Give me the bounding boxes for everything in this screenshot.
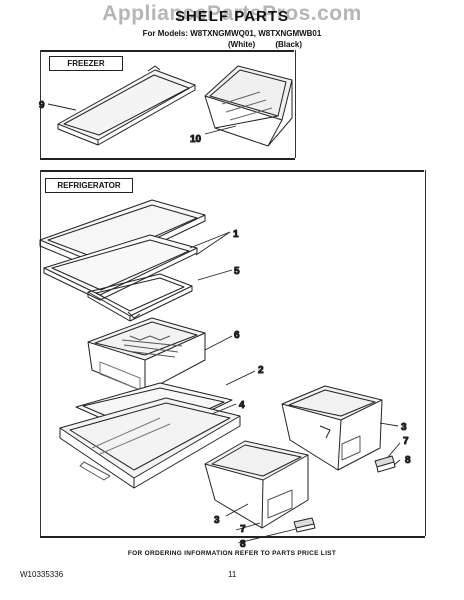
callout-7-lower: 7 — [240, 524, 246, 535]
callout-9: 9 — [39, 100, 45, 111]
drawer-right-drawing — [281, 385, 383, 471]
page-title: SHELF PARTS — [174, 8, 290, 25]
callout-10: 10 — [190, 134, 202, 145]
shelf-frame-drawing — [87, 273, 193, 322]
model-numbers: For Models: W8TXNGMWQ01, W8TXNGMWB01 — [142, 29, 322, 38]
callout-8-right: 8 — [405, 455, 411, 466]
ordering-note: FOR ORDERING INFORMATION REFER TO PARTS … — [127, 550, 337, 557]
crisper-frame-drawing — [59, 397, 241, 489]
callout-4: 4 — [239, 400, 245, 411]
callout-3-lower: 3 — [214, 515, 220, 526]
variant-black: (Black) — [275, 40, 303, 49]
refrigerator-label: REFRIGERATOR — [45, 178, 133, 193]
freezer-label: FREEZER — [49, 56, 123, 71]
crisper-drawer-drawing — [87, 317, 206, 393]
callout-2: 2 — [258, 365, 264, 376]
glass-shelf-2-drawing — [43, 234, 198, 301]
freezer-shelf-drawing — [57, 65, 196, 146]
variant-white: (White) — [228, 40, 256, 49]
model-variants: (White) (Black) — [228, 40, 320, 49]
callout-7-right: 7 — [403, 436, 409, 447]
drawer-lower-drawing — [204, 440, 309, 529]
drawer-slide-right-drawing — [374, 455, 396, 473]
callout-1: 1 — [233, 229, 239, 240]
leader-lines — [47, 103, 401, 544]
refrigerator-bottom-rule — [40, 536, 425, 538]
drawer-slide-lower-drawing — [293, 517, 316, 533]
callout-5: 5 — [234, 266, 240, 277]
refrigerator-section-frame — [40, 170, 426, 536]
freezer-bin-drawing — [204, 65, 293, 147]
watermark: AppliancePartsPros.com — [102, 2, 362, 25]
page-number: 11 — [228, 570, 237, 579]
callout-6: 6 — [234, 330, 240, 341]
freezer-section-frame — [40, 50, 296, 158]
callout-3-right: 3 — [401, 422, 407, 433]
freezer-bottom-rule — [40, 158, 295, 160]
freezer-top-rule — [40, 50, 294, 52]
refrigerator-top-rule — [40, 170, 424, 172]
callout-8-lower: 8 — [240, 539, 246, 550]
document-id: W10335336 — [20, 570, 64, 579]
